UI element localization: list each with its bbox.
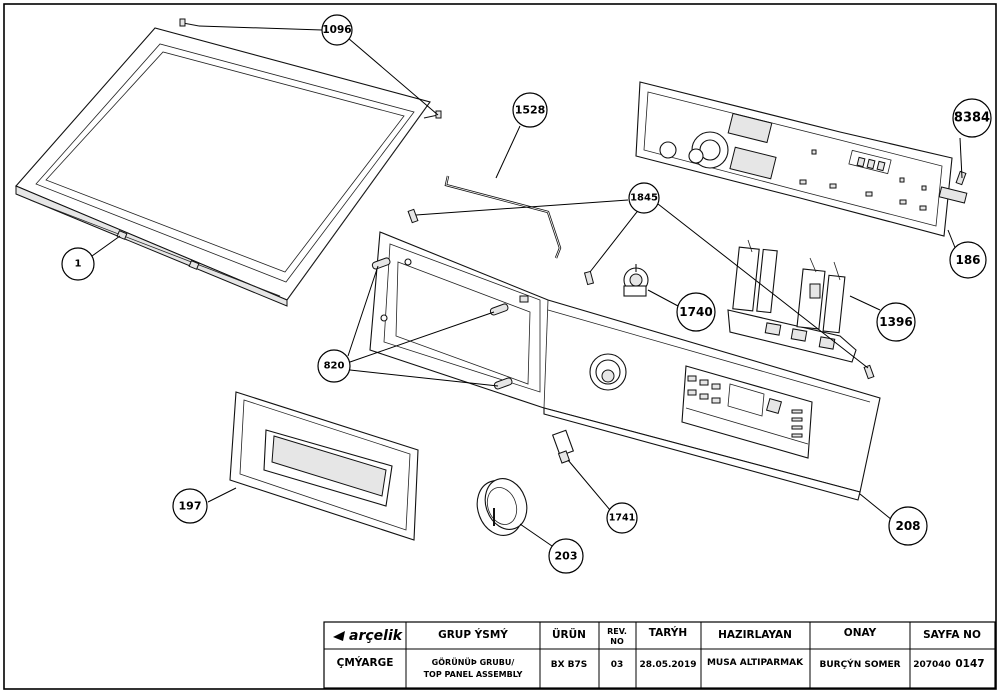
arcelik-logo: arçelik — [333, 628, 404, 644]
group-name-line2: TOP PANEL ASSEMBLY — [424, 670, 523, 679]
svg-text:1845: 1845 — [630, 193, 658, 204]
label-208: 208 — [888, 506, 928, 546]
leader-lines — [91, 25, 963, 547]
label-1: 1 — [61, 247, 95, 281]
prepared-by-value: MUSA ALTIPARMAK — [707, 658, 804, 668]
selector — [623, 264, 649, 297]
group-name-line1: GÖRÜNÜÞ GRUBU/ — [432, 657, 515, 667]
svg-text:arçelik: arçelik — [349, 628, 404, 644]
control-panel — [369, 231, 881, 501]
page-number: 0147 — [955, 658, 984, 670]
label-1741: 1741 — [606, 502, 638, 534]
drawing-border — [3, 3, 997, 690]
hinge-3 — [493, 377, 513, 390]
drawer-front — [229, 391, 419, 541]
screw-c — [863, 364, 875, 380]
label-1096: 1096 — [321, 14, 353, 46]
date-value: 28.05.2019 — [640, 660, 697, 670]
label-1740: 1740 — [676, 292, 716, 332]
svg-text:1740: 1740 — [679, 305, 712, 319]
header-date: TARÝH — [649, 626, 687, 639]
hinge-2 — [489, 303, 509, 316]
svg-text:1396: 1396 — [879, 315, 912, 329]
label-1528: 1528 — [512, 92, 548, 128]
label-186: 186 — [949, 241, 987, 279]
screw-a — [407, 208, 419, 224]
shaft — [551, 429, 575, 464]
pcb-screw — [955, 170, 967, 186]
approved-by-value: BURÇÝN SOMER — [819, 658, 900, 670]
button-holder — [727, 239, 857, 363]
svg-text:8384: 8384 — [954, 111, 990, 126]
svg-text:186: 186 — [955, 253, 980, 267]
header-product: ÜRÜN — [552, 627, 586, 641]
top-lid — [15, 27, 431, 307]
svg-text:820: 820 — [324, 361, 345, 372]
rev-value: 03 — [611, 660, 624, 670]
svg-text:203: 203 — [555, 550, 578, 563]
pcb-board — [635, 81, 968, 237]
lid-screw-left — [179, 18, 200, 27]
product-value: BX B7S — [551, 660, 588, 670]
header-rev-line1: REV. — [607, 627, 627, 636]
label-820: 820 — [317, 349, 351, 383]
svg-text:197: 197 — [179, 500, 202, 513]
label-1845: 1845 — [628, 182, 660, 214]
label-1396: 1396 — [876, 302, 916, 342]
knob — [476, 478, 528, 536]
wire-rod — [444, 175, 562, 259]
header-prepared-by: HAZIRLAYAN — [718, 629, 792, 641]
header-rev-line2: NO — [610, 637, 624, 646]
label-197: 197 — [172, 488, 208, 524]
svg-text:1741: 1741 — [609, 513, 635, 524]
screw-b — [583, 270, 595, 286]
svg-text:1528: 1528 — [515, 104, 546, 117]
header-group-name: GRUP ÝSMÝ — [438, 628, 508, 641]
hinge-1 — [371, 257, 391, 270]
page-prefix: 207040 — [913, 660, 951, 670]
svg-text:208: 208 — [895, 519, 920, 533]
label-8384: 8384 — [952, 98, 992, 138]
header-page-no: SAYFA NO — [923, 629, 981, 641]
lid-screw-right — [423, 110, 442, 119]
svg-text:1: 1 — [75, 259, 82, 270]
row-label: ÇMÝARGE — [337, 656, 394, 669]
label-203: 203 — [548, 538, 584, 574]
title-block: arçelik GRUP ÝSMÝ ÜRÜN REV. NO TARÝH HAZ… — [323, 621, 996, 689]
svg-text:1096: 1096 — [322, 24, 351, 36]
header-approval: ONAY — [844, 627, 877, 639]
